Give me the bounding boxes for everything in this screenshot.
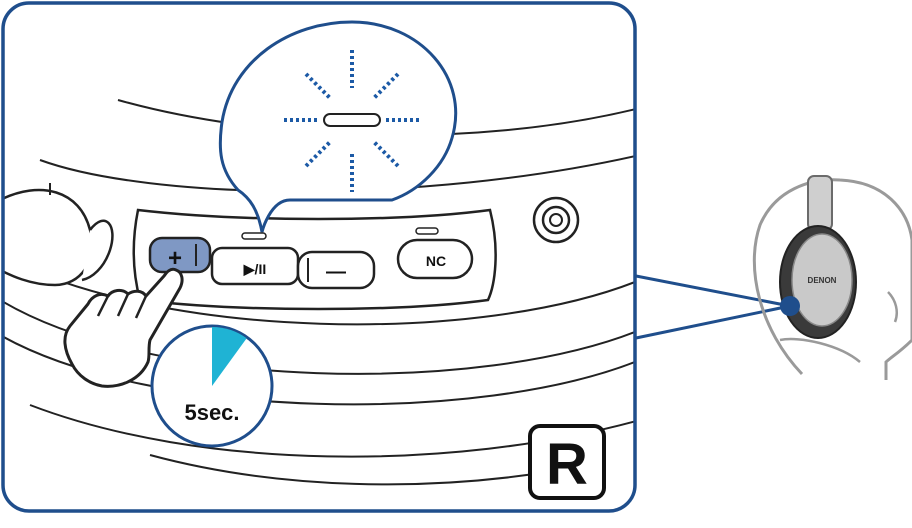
hand-pointer-icon bbox=[63, 267, 184, 388]
contour-line-3 bbox=[3, 254, 635, 326]
play-pause-button[interactable]: ▶/II bbox=[210, 246, 300, 286]
earcup-plate bbox=[791, 233, 853, 327]
side-badge-label: R bbox=[546, 432, 588, 497]
head-jaw bbox=[779, 337, 861, 363]
callout-connector bbox=[635, 274, 791, 340]
led-indicator bbox=[241, 232, 267, 240]
led-blink-icon bbox=[284, 50, 420, 192]
hinge-yoke-edge bbox=[81, 219, 114, 282]
callout-frame bbox=[1, 1, 637, 513]
timer-dial: 5sec. bbox=[150, 324, 274, 448]
volume-up-label: + bbox=[168, 245, 182, 272]
play-pause-label: ▶/II bbox=[243, 261, 266, 277]
timer-label: 5sec. bbox=[184, 400, 239, 425]
led-zoom-bubble bbox=[218, 20, 458, 233]
headphone-brand: DENON bbox=[808, 276, 837, 285]
headband bbox=[807, 175, 833, 231]
earcup-dot bbox=[780, 296, 800, 316]
head-face-line bbox=[887, 291, 898, 323]
nc-led bbox=[415, 227, 439, 235]
volume-down-button[interactable]: — bbox=[296, 250, 376, 290]
nc-button[interactable]: NC bbox=[396, 238, 474, 280]
contour-line-7 bbox=[149, 454, 561, 486]
nc-label: NC bbox=[426, 253, 446, 269]
button-row: + ▶/II — NC bbox=[148, 227, 474, 290]
led-indicator-zoom bbox=[323, 113, 381, 127]
head-illustration: DENON bbox=[752, 175, 912, 380]
volume-up-button[interactable]: + bbox=[148, 236, 212, 274]
right-side-badge-icon: R bbox=[528, 424, 606, 500]
headphone-jack bbox=[532, 196, 580, 244]
timer-wedge bbox=[212, 327, 247, 386]
volume-down-label: — bbox=[326, 261, 346, 283]
